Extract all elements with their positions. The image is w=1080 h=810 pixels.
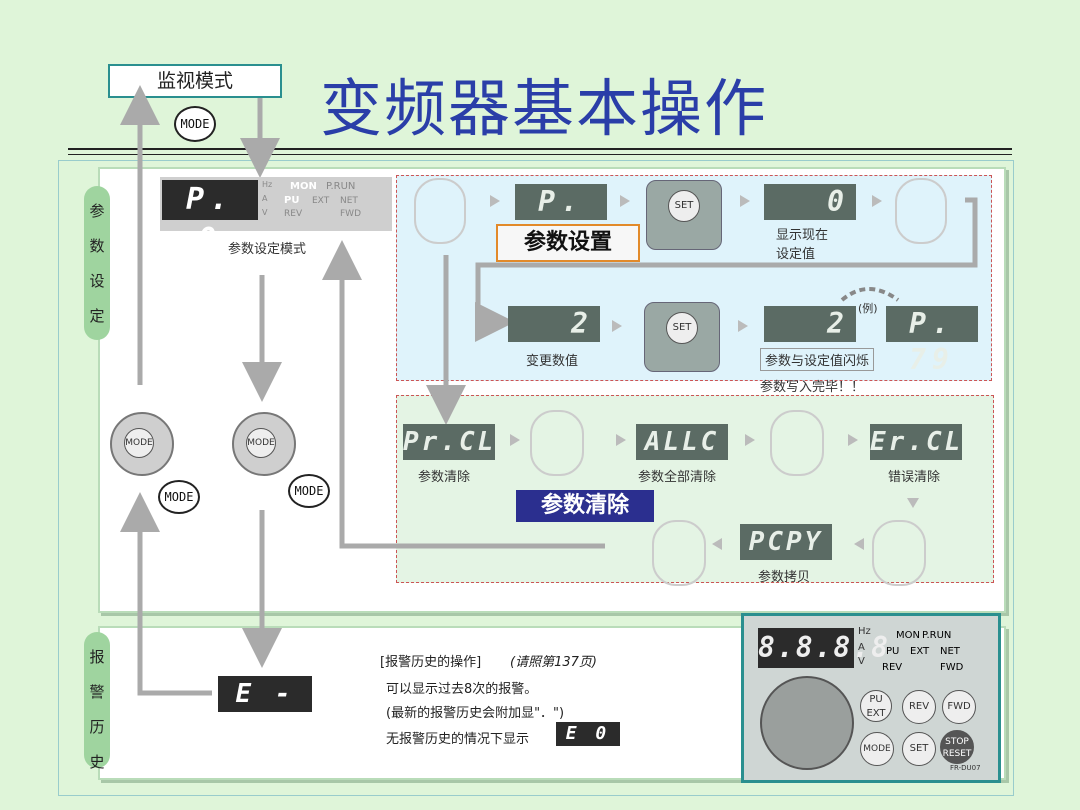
panel-rev: REV xyxy=(882,662,903,673)
pu-ext-button[interactable]: PU EXT xyxy=(860,690,892,722)
set-button[interactable]: SET xyxy=(902,732,936,766)
divider-line-thin xyxy=(68,154,1012,155)
panel-lcd: 8.8.8.8 xyxy=(758,628,888,668)
lcd-allc: ALLC xyxy=(636,424,728,460)
lcd-two-b: 2 xyxy=(764,306,856,342)
change-value-label: 变更数值 xyxy=(526,354,579,369)
panel-ext: EXT xyxy=(910,646,930,657)
dial-hand-icon xyxy=(414,178,466,244)
allc-label: 参数全部清除 xyxy=(638,470,717,485)
mode-button-icon: MODE xyxy=(174,106,216,142)
v-label: V xyxy=(262,208,268,217)
lcd-p79: P. 79 xyxy=(515,184,607,254)
current-value-label: 显示现在 设定值 xyxy=(776,228,829,262)
panel-prun: P.RUN xyxy=(922,630,952,641)
mode-button-icon-1: MODE xyxy=(158,480,200,514)
tab-alarm-history: 报 警 历 史 xyxy=(84,632,110,771)
param-setting-tag: 参数设置 xyxy=(496,224,640,262)
panel-mon: MON xyxy=(896,630,920,641)
prcl-label: 参数清除 xyxy=(418,470,471,485)
net-label: NET xyxy=(340,196,358,206)
mode-key-2: MODE xyxy=(246,428,276,458)
tab-char: 设 xyxy=(89,272,105,290)
alarm-ref: (请照第137页) xyxy=(510,655,597,670)
alarm-lcd: E - - - xyxy=(218,676,312,745)
panel-fwd: FWD xyxy=(940,662,964,673)
param-clear-tag: 参数清除 xyxy=(516,490,654,522)
param-mode-lcd: P. 0 xyxy=(162,180,258,257)
fwd-label: FWD xyxy=(340,209,362,219)
rev-button[interactable]: REV xyxy=(902,690,936,724)
stop-reset-button[interactable]: STOP RESET xyxy=(940,730,974,764)
tab-char: 历 xyxy=(89,718,105,736)
set-key: SET xyxy=(668,190,700,222)
dial-hand-icon xyxy=(530,410,584,476)
ext-label: EXT xyxy=(312,196,330,206)
tab-char: 定 xyxy=(89,307,105,325)
lcd-pcpy: PCPY xyxy=(740,524,832,560)
mon-label: MON xyxy=(290,181,317,192)
lcd-zero: 0 xyxy=(764,184,856,220)
lcd-two: 2 xyxy=(508,306,600,342)
alarm-title: [报警历史的操作] xyxy=(380,655,482,670)
dial-hand-icon xyxy=(872,520,926,586)
setting-dial[interactable] xyxy=(760,676,854,770)
panel-a: A xyxy=(858,642,865,653)
write-done-label: 参数写入完毕！！ xyxy=(760,380,865,395)
tab-char: 史 xyxy=(89,753,105,771)
alarm-line3: 无报警历史的情况下显示 xyxy=(386,732,530,747)
panel-net: NET xyxy=(940,646,960,657)
panel-hz: Hz xyxy=(858,626,871,637)
lcd-p79-b: P. 79 xyxy=(886,306,978,376)
tab-char: 参 xyxy=(89,202,105,220)
set-key-2: SET xyxy=(666,312,698,344)
lcd-ercl: Er.CL xyxy=(870,424,962,460)
lcd-prcl: Pr.CL xyxy=(403,424,495,460)
ercl-label: 错误清除 xyxy=(888,470,941,485)
param-mode-label: 参数设定模式 xyxy=(228,242,307,257)
pcpy-label: 参数拷贝 xyxy=(758,570,811,585)
dial-hand-icon xyxy=(770,410,824,476)
panel-model: FR-DU07 xyxy=(950,764,981,772)
rev-label: REV xyxy=(284,209,303,219)
outer-frame xyxy=(58,160,1014,796)
pu-label: PU xyxy=(284,195,300,206)
dial-hand-icon xyxy=(895,178,947,244)
tab-char: 警 xyxy=(89,683,105,701)
example-label: (例) xyxy=(858,302,878,315)
tab-param-setting: 参 数 设 定 xyxy=(84,186,110,340)
a-label: A xyxy=(262,194,268,203)
page-title: 变频器基本操作 xyxy=(320,72,769,145)
prun-label: P.RUN xyxy=(326,181,356,192)
panel-v: V xyxy=(858,656,865,667)
hz-label: Hz xyxy=(262,180,273,189)
flash-label: 参数与设定值闪烁 xyxy=(760,348,875,371)
mode-dial-2 xyxy=(232,412,296,476)
divider-line xyxy=(68,148,1012,150)
alarm-lcd-e0: E 0 xyxy=(556,722,620,746)
tab-char: 报 xyxy=(89,648,105,666)
alarm-line1: 可以显示过去8次的报警。 xyxy=(386,682,538,697)
mode-button[interactable]: MODE xyxy=(860,732,894,766)
dial-hand-icon xyxy=(652,520,706,586)
mode-key-1: MODE xyxy=(124,428,154,458)
fwd-button[interactable]: FWD xyxy=(942,690,976,724)
panel-pu: PU xyxy=(886,646,900,657)
mode-button-icon-2: MODE xyxy=(288,474,330,508)
tab-char: 数 xyxy=(89,237,105,255)
alarm-line2: (最新的报警历史会附加显"．") xyxy=(386,706,565,721)
